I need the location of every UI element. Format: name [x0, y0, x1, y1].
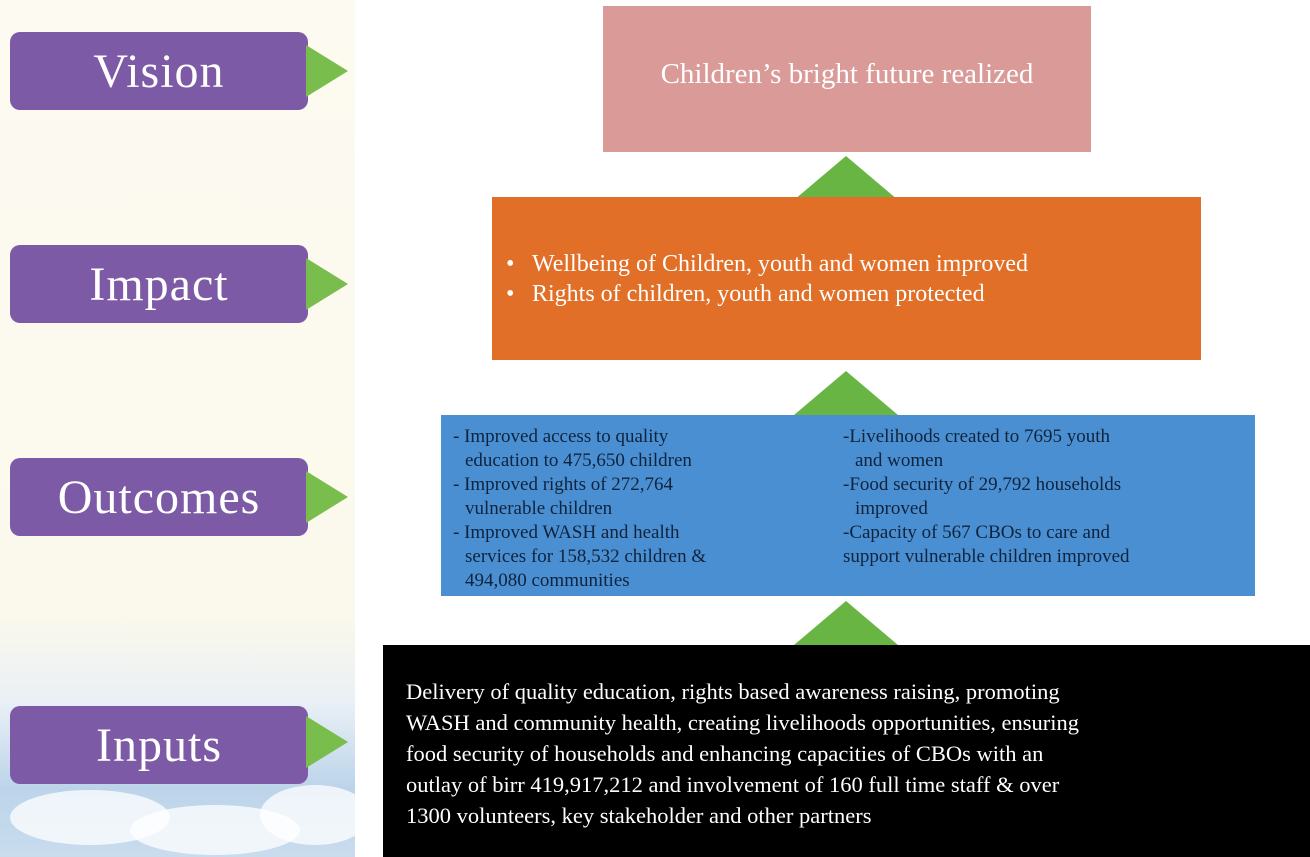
outcome-line: education to 475,650 children — [465, 450, 692, 471]
outcome-item: -Livelihoods created to 7695 youth and w… — [843, 425, 1130, 473]
outcome-line: and women — [855, 450, 944, 471]
outcome-line: vulnerable children — [465, 498, 613, 519]
outcome-line: services for 158,532 children & — [465, 546, 707, 567]
outcome-item: - Improved WASH and health services for … — [453, 521, 706, 593]
up-arrow-icon — [794, 156, 898, 200]
inputs-line: food security of households and enhancin… — [406, 741, 1044, 766]
impact-item-text: Wellbeing of Children, youth and women i… — [532, 251, 1028, 277]
outcomes-arrow-icon — [306, 471, 348, 523]
outcomes-left-column: - Improved access to quality education t… — [453, 425, 706, 593]
outcome-line: 494,080 communities — [465, 570, 630, 591]
outcome-item: -Food security of 29,792 households impr… — [843, 473, 1130, 521]
inputs-arrow-icon — [306, 716, 348, 768]
vision-box: Children’s bright future realized — [603, 6, 1091, 152]
outcomes-box: - Improved access to quality education t… — [441, 415, 1255, 596]
impact-item: • Wellbeing of Children, youth and women … — [506, 249, 1201, 279]
outcome-item: - Improved rights of 272,764 vulnerable … — [453, 473, 706, 521]
vision-arrow-icon — [306, 45, 348, 97]
outcome-line: - Improved access to quality — [453, 426, 669, 447]
inputs-line: 1300 volunteers, key stakeholder and oth… — [406, 803, 872, 828]
impact-label: Impact — [10, 245, 308, 323]
up-arrow-icon — [794, 601, 898, 645]
bullet-icon: • — [506, 251, 515, 277]
outcome-line: - Improved rights of 272,764 — [453, 474, 674, 495]
outcome-item: - Improved access to quality education t… — [453, 425, 706, 473]
inputs-line: outlay of birr 419,917,212 and involveme… — [406, 772, 1060, 797]
bullet-icon: • — [506, 281, 515, 307]
vision-label: Vision — [10, 32, 308, 110]
impact-box: • Wellbeing of Children, youth and women … — [492, 197, 1201, 360]
outcome-item: -Capacity of 567 CBOs to care and suppor… — [843, 521, 1130, 569]
impact-item: • Rights of children, youth and women pro… — [506, 279, 1201, 309]
outcome-line: improved — [855, 498, 928, 519]
outcome-line: support vulnerable children improved — [843, 546, 1130, 567]
outcome-line: - Improved WASH and health — [453, 522, 680, 543]
inputs-line: Delivery of quality education, rights ba… — [406, 679, 1060, 704]
inputs-label: Inputs — [10, 706, 308, 784]
outcome-line: -Livelihoods created to 7695 youth — [843, 426, 1110, 447]
outcome-line: -Capacity of 567 CBOs to care and — [843, 522, 1110, 543]
cloud-shape — [260, 785, 370, 845]
inputs-line: WASH and community health, creating live… — [406, 710, 1080, 735]
impact-list: • Wellbeing of Children, youth and women … — [506, 249, 1201, 309]
outcomes-label: Outcomes — [10, 458, 308, 536]
inputs-box: Delivery of quality education, rights ba… — [383, 645, 1310, 857]
up-arrow-icon — [794, 371, 898, 415]
outcome-line: -Food security of 29,792 households — [843, 474, 1122, 495]
impact-arrow-icon — [306, 258, 348, 310]
outcomes-right-column: -Livelihoods created to 7695 youth and w… — [843, 425, 1130, 569]
impact-item-text: Rights of children, youth and women prot… — [532, 281, 985, 307]
vision-text: Children’s bright future realized — [660, 57, 1034, 90]
